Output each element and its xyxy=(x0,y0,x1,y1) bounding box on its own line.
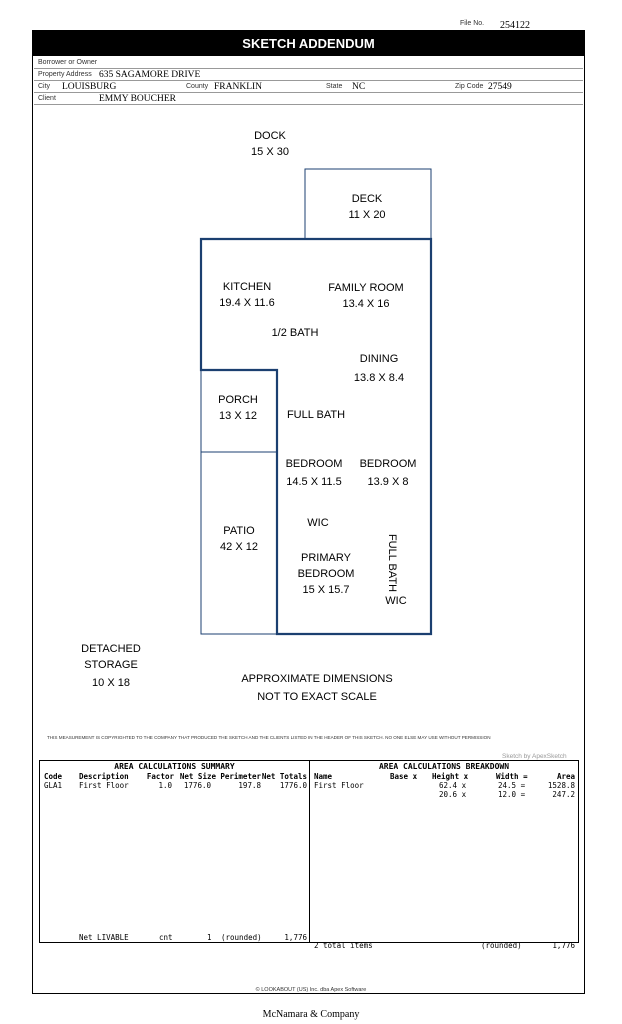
full-bath-label: FULL BATH xyxy=(286,409,346,421)
cell-name: First Floor xyxy=(314,781,364,790)
sketch-by: Sketch by ApexSketch xyxy=(502,753,567,760)
cell-factor: 1.0 xyxy=(158,781,172,790)
half-bath-label: 1/2 BATH xyxy=(271,327,319,339)
col-header: Net Size xyxy=(179,772,216,781)
col-header: Width = xyxy=(496,772,528,781)
client-value: EMMY BOUCHER xyxy=(99,94,176,104)
wic-label: WIC xyxy=(307,517,329,529)
cell-code: GLA1 xyxy=(44,781,63,790)
net-livable-label: Net LIVABLE xyxy=(79,933,129,942)
col-header: Factor xyxy=(146,772,174,781)
cell-height: 20.6 x xyxy=(439,790,467,799)
net-livable-total: 1,776 xyxy=(284,933,307,942)
cell-area: 1528.8 xyxy=(547,781,575,790)
address-label: Property Address xyxy=(38,71,92,78)
zip-value: 27549 xyxy=(488,82,512,92)
page-title: SKETCH ADDENDUM xyxy=(32,30,585,56)
cell-width: 24.5 = xyxy=(498,781,526,790)
borrower-row: Borrower or Owner xyxy=(34,57,583,69)
wic-2-label: WIC xyxy=(385,595,407,607)
file-no: 254122 xyxy=(500,20,530,31)
col-header: Perimeter xyxy=(220,772,261,781)
full-bath-2-label: FULL BATH xyxy=(386,533,398,593)
col-header: Description xyxy=(79,772,129,781)
first-floor-outline xyxy=(199,237,433,636)
rounded-label: (rounded) xyxy=(221,933,262,942)
area-summary-table: AREA CALCULATIONS SUMMARY Code Descripti… xyxy=(39,760,310,943)
county-label: County xyxy=(186,83,209,90)
breakdown-total: 1,776 xyxy=(552,941,575,950)
summary-title: AREA CALCULATIONS SUMMARY xyxy=(114,762,235,771)
city-value: LOUISBURG xyxy=(62,82,117,92)
cell-height: 62.4 x xyxy=(439,781,467,790)
zip-label: Zip Code xyxy=(455,83,484,90)
cell-net-totals: 1776.0 xyxy=(279,781,307,790)
software-credit: © LOOKABOUT (US) Inc. dba Apex Software xyxy=(255,987,367,993)
cell-perimeter: 197.8 xyxy=(238,781,261,790)
cell-area: 247.2 xyxy=(552,790,575,799)
cell-width: 12.0 = xyxy=(498,790,526,799)
col-header: Height x xyxy=(432,772,469,781)
borrower-label: Borrower or Owner xyxy=(38,59,98,66)
cell-description: First Floor xyxy=(79,781,129,790)
copyright-notice: THIS MEASUREMENT IS COPYRIGHTED TO THE C… xyxy=(47,735,491,740)
cnt-value: 1 xyxy=(207,933,212,942)
col-header: Name xyxy=(314,772,333,781)
breakdown-title: AREA CALCULATIONS BREAKDOWN xyxy=(378,762,510,771)
total-items: 2 total items xyxy=(314,941,373,950)
client-label: Client xyxy=(38,95,56,102)
company-name: McNamara & Company xyxy=(262,1009,360,1020)
col-header: Base x xyxy=(390,772,418,781)
col-header: Area xyxy=(556,772,575,781)
cell-net-size: 1776.0 xyxy=(183,781,211,790)
city-row: City LOUISBURG County FRANKLIN State NC Zip… xyxy=(34,81,583,93)
floor-plan xyxy=(199,168,433,636)
area-breakdown-table: AREA CALCULATIONS BREAKDOWN Name Base x … xyxy=(309,760,579,950)
state-label: State xyxy=(326,83,343,90)
address-row: Property Address 635 SAGAMORE DRIVE xyxy=(34,69,583,81)
state-value: NC xyxy=(352,82,366,92)
address-value: 635 SAGAMORE DRIVE xyxy=(99,70,201,80)
col-header: Code xyxy=(44,772,63,781)
client-row: Client EMMY BOUCHER xyxy=(34,93,583,105)
file-no-label: File No. xyxy=(460,20,485,27)
county-value: FRANKLIN xyxy=(214,82,263,92)
city-label: City xyxy=(38,83,51,90)
col-header: Net Totals xyxy=(261,772,307,781)
cnt-label: cnt xyxy=(159,933,173,942)
rounded-label: (rounded) xyxy=(481,941,522,950)
